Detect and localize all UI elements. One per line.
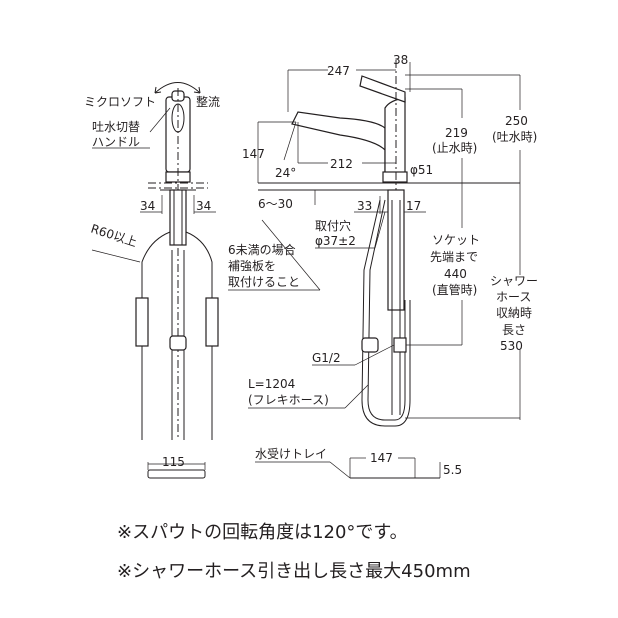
dim-right-34: 34 (196, 199, 211, 213)
spout (291, 111, 386, 175)
label-seiryu: 整流 (196, 94, 220, 109)
dim-38: 38 (393, 53, 408, 67)
label-handle-2: ハンドル (92, 135, 140, 149)
dim-17: 17 (406, 199, 421, 213)
socket-4: (直管時) (432, 282, 477, 297)
dia-51: φ51 (410, 163, 433, 177)
socket-2: 先端まで (430, 250, 478, 264)
hose-2: ホース (496, 290, 531, 304)
thread-size: G1/2 (312, 351, 341, 365)
reinforce-note-3: 取付けること (228, 275, 300, 289)
rotation-arrow-icon (154, 82, 201, 94)
reinforce-note-2: 補強板を (228, 259, 276, 273)
side-view: 247 38 250 (吐水時) 219 (止水時) 147 24° 212 φ… (228, 53, 538, 479)
tray-height: 5.5 (443, 463, 462, 477)
socket-3: 440 (444, 267, 467, 281)
hose-4: 長さ (502, 323, 526, 337)
tray-label: 水受けトレイ (255, 447, 327, 461)
hose-1: シャワー (490, 274, 538, 288)
water-tray-front (147, 469, 206, 479)
label-handle-1: 吐水切替 (92, 120, 140, 134)
label-microsoft: ミクロソフト (84, 95, 156, 109)
hole-dia: φ37±2 (315, 234, 356, 248)
dim-left-34: 34 (140, 199, 155, 213)
note-rotation-angle: ※スパウトの回転角度は120°です。 (117, 522, 408, 543)
dim-33: 33 (357, 199, 372, 213)
hole-label: 取付穴 (315, 218, 351, 233)
flex-length: L=1204 (248, 377, 295, 391)
reinforce-note-1: 6未満の場合 (228, 242, 296, 257)
socket-1: ソケット (432, 233, 480, 247)
tray-width-115: 115 (162, 455, 185, 469)
label-radius: R60以上 (89, 222, 139, 250)
dim-219-note: (止水時) (432, 141, 477, 155)
front-view: ミクロソフト 整流 吐水切替 ハンドル 34 34 R60以上 115 (84, 82, 220, 479)
hose-3: 収納時 (496, 306, 532, 320)
dim-247: 247 (327, 64, 350, 78)
dim-212: 212 (330, 157, 353, 171)
tray-width-147: 147 (370, 451, 393, 465)
dim-250-note: (吐水時) (492, 130, 537, 144)
dim-219: 219 (445, 126, 468, 140)
flex-label: (フレキホース) (248, 393, 329, 407)
lever-handle (359, 75, 406, 103)
dim-250: 250 (505, 114, 528, 128)
hose-5: 530 (500, 339, 523, 353)
note-hose-length: ※シャワーホース引き出し長さ最大450mm (117, 561, 471, 582)
counter-thickness: 6〜30 (258, 197, 293, 211)
dim-147: 147 (242, 147, 265, 161)
angle-24: 24° (275, 166, 296, 180)
